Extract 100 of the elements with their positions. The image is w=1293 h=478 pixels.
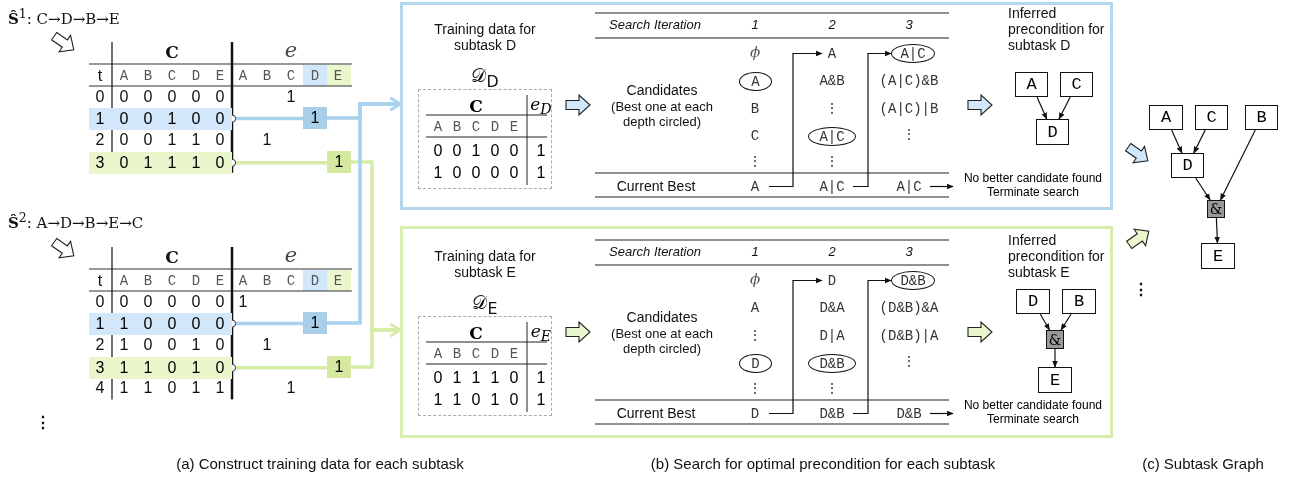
highlighted-cell: 1 — [303, 312, 327, 334]
table-cell: 1 — [536, 391, 546, 409]
highlighted-cell: 1 — [327, 151, 351, 173]
table-cell: 1 — [536, 369, 546, 387]
table-cell: e$_{E}$ — [530, 321, 552, 345]
table-cell: 1 — [119, 314, 129, 333]
table-cell: 1 — [536, 142, 546, 160]
table-cell: E — [509, 347, 519, 363]
label-text: 0 — [215, 292, 225, 312]
label-text: D — [310, 272, 320, 290]
label-text: 0 — [143, 336, 153, 355]
label-text: 0 — [143, 131, 153, 150]
subtask-node: D — [1016, 289, 1050, 314]
arrow — [1219, 129, 1256, 201]
subtask-node: D — [1036, 119, 1069, 145]
candidate-text: D — [822, 272, 842, 289]
label-text: 1 — [119, 379, 129, 398]
subtask-node: E — [1201, 243, 1235, 269]
arrow — [1171, 129, 1183, 154]
label-text: 1 — [215, 379, 225, 398]
label-text: C — [286, 67, 296, 85]
label-text: 1 — [262, 336, 272, 355]
label-text: 2 — [95, 336, 105, 355]
subtask-node: B — [1062, 289, 1096, 314]
label-text: 0 — [215, 131, 225, 150]
label-text: Search Iteration — [609, 17, 701, 33]
table-cell: 1 — [167, 109, 177, 128]
label-text: B — [262, 67, 272, 85]
table-cell: 1 — [95, 109, 105, 128]
table-cell: 0 — [452, 164, 462, 182]
label-text: 1 — [119, 336, 129, 355]
highlighted-table-row — [89, 151, 232, 174]
table-cell: e$_{D}$ — [530, 94, 552, 118]
label-text: 1 — [262, 131, 272, 150]
label-text: t — [97, 66, 103, 86]
label-text: Training data for subtask E — [433, 247, 537, 281]
arrow — [1060, 313, 1072, 331]
arrow — [1052, 348, 1058, 368]
label-text: (Best one at each depth circled) — [610, 327, 714, 357]
arrow — [768, 277, 823, 415]
label-text: Current Best — [616, 404, 696, 422]
table-cell: 0 — [143, 109, 153, 128]
label-text: B — [143, 272, 153, 290]
label-text: B — [750, 100, 760, 118]
and-node: & — [1207, 200, 1225, 218]
table-cell: 0 — [433, 369, 443, 387]
label-text: A&B — [819, 72, 845, 90]
label-text: 1 — [191, 379, 201, 398]
table-cell: 1 — [191, 154, 201, 172]
arrow — [929, 183, 954, 190]
arrow — [852, 50, 892, 188]
label-text: (Best one at each depth circled) — [610, 100, 714, 130]
highlighted-cell: 1 — [327, 356, 351, 378]
label-text: 0 — [119, 131, 129, 150]
candidate-text: A — [745, 178, 765, 195]
arrow — [1214, 217, 1220, 244]
label-text: ⋮ — [902, 353, 916, 371]
label-text: (b) Search for optimal precondition for each subtask — [650, 455, 996, 473]
label-text: Current Best — [616, 177, 696, 195]
label-text: ⋮ — [35, 413, 51, 433]
label-text: A — [119, 272, 129, 290]
label-text: 0 — [95, 292, 105, 312]
table-cell: 0 — [509, 142, 519, 160]
table-cell: 0 — [119, 154, 129, 172]
table-cell: 0 — [191, 314, 201, 333]
arrow — [768, 50, 823, 188]
label-text: 0 — [167, 292, 177, 312]
table-cell: 0 — [509, 369, 519, 387]
training-data-table — [418, 316, 552, 416]
label-text: E — [333, 67, 343, 85]
table-cell: A — [433, 120, 443, 136]
label-text: D — [310, 67, 320, 85]
arrow — [1195, 177, 1211, 201]
label-text: 2 — [95, 131, 105, 150]
label-text: C — [165, 43, 179, 63]
table-cell: 3 — [95, 154, 105, 172]
subtask-node: D — [1171, 153, 1204, 178]
label-text: (a) Construct training data for each subtask — [176, 455, 464, 473]
table-cell: 1 — [536, 164, 546, 182]
arrow — [852, 277, 892, 415]
label-text: 0 — [119, 87, 129, 107]
table-cell: 0 — [471, 164, 481, 182]
panel-frame — [400, 2, 1113, 210]
label-text: E — [333, 272, 343, 290]
candidate-text: A|C — [892, 178, 926, 195]
label-text: C — [750, 127, 760, 145]
label-text: 3 — [905, 244, 913, 260]
table-cell: 0 — [215, 359, 225, 377]
candidate-text: A — [822, 45, 842, 62]
label-text: 1 — [143, 379, 153, 398]
label-text: Search Iteration — [609, 244, 701, 260]
label-text: 0 — [215, 87, 225, 107]
table-cell: 1 — [95, 314, 105, 333]
table-cell: 1 — [143, 359, 153, 377]
label-text: ϕ — [749, 271, 761, 289]
arrow — [1058, 96, 1071, 120]
label-text: 1 — [751, 244, 759, 260]
table-cell: 0 — [433, 142, 443, 160]
table-cell: 0 — [509, 164, 519, 182]
label-text: Training data for subtask D — [433, 20, 537, 54]
